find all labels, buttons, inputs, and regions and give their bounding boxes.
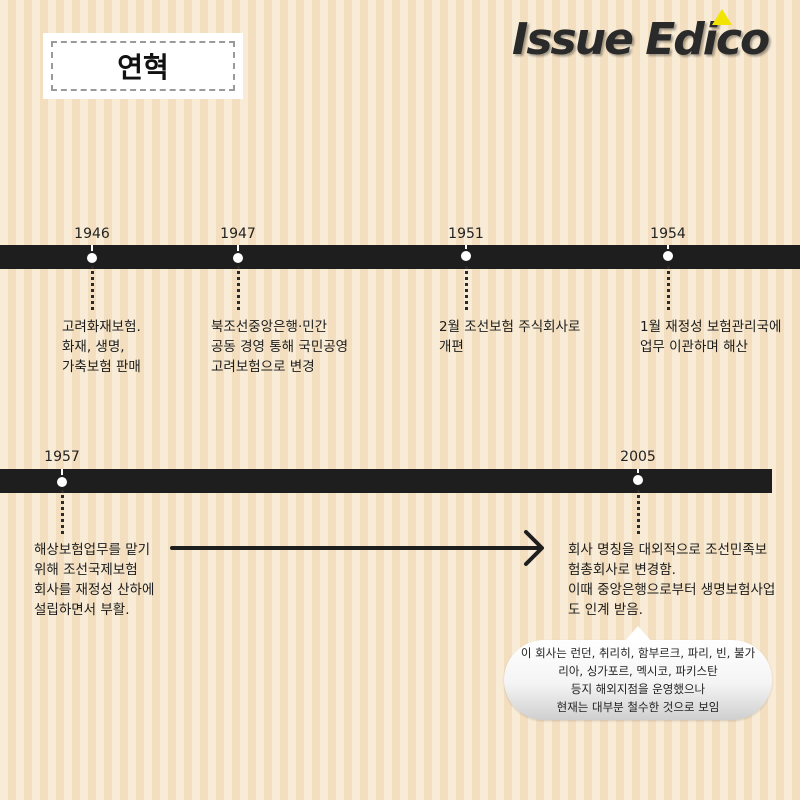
note-text: 이 회사는 런던, 취리히, 함부르크, 파리, 빈, 불가 리아, 싱가포르,… bbox=[504, 644, 772, 716]
page-title: 연혁 bbox=[51, 41, 235, 91]
event-description-line: 회사를 재정성 산하에 bbox=[34, 582, 155, 598]
note-bubble bbox=[504, 640, 772, 720]
event-description-line: 공동 경영 통해 국민공영 bbox=[211, 339, 349, 355]
event-description-line: 고려화재보험. bbox=[62, 319, 141, 335]
event-description-line: 1월 재정성 보험관리국에 bbox=[640, 319, 782, 335]
right-arrow-icon bbox=[170, 530, 544, 566]
event-description-line: 가축보험 판매 bbox=[62, 359, 141, 375]
event-connector bbox=[61, 490, 64, 534]
event-connector bbox=[637, 490, 640, 534]
timeline-bar-row-1 bbox=[0, 245, 800, 269]
event-dot bbox=[55, 475, 69, 489]
title-box: 연혁 bbox=[43, 33, 243, 99]
note-line: 리아, 싱가포르, 멕시코, 파키스탄 bbox=[558, 664, 718, 678]
event-description-2005: 회사 명칭을 대외적으로 조선민족보 험총회사로 변경함. 이때 중앙은행으로부… bbox=[568, 540, 775, 620]
event-year-1947: 1947 bbox=[220, 226, 256, 242]
brand-logo: Issue Edico bbox=[512, 14, 770, 65]
event-year-1951: 1951 bbox=[448, 226, 484, 242]
event-description-line: 위해 조선국제보험 bbox=[34, 562, 138, 578]
event-description-line: 이때 중앙은행으로부터 생명보험사업 bbox=[568, 582, 776, 598]
event-year-1957: 1957 bbox=[44, 449, 80, 465]
event-dot bbox=[85, 251, 99, 265]
event-tick bbox=[237, 245, 239, 253]
event-description-1946: 고려화재보험. 화재, 생명, 가축보험 판매 bbox=[62, 317, 141, 377]
event-tick bbox=[61, 469, 63, 477]
event-connector bbox=[465, 266, 468, 310]
event-description-1947: 북조선중앙은행·민간 공동 경영 통해 국민공영 고려보험으로 변경 bbox=[211, 317, 348, 377]
event-description-line: 설립하면서 부활. bbox=[34, 602, 130, 618]
event-description-line: 해상보험업무를 맡기 bbox=[34, 542, 151, 558]
event-connector bbox=[237, 266, 240, 310]
note-bubble-pointer bbox=[624, 626, 652, 642]
event-year-1946: 1946 bbox=[74, 226, 110, 242]
event-description-1951: 2월 조선보험 주식회사로 개편 bbox=[439, 317, 580, 357]
note-line: 이 회사는 런던, 취리히, 함부르크, 파리, 빈, 불가 bbox=[520, 646, 756, 660]
event-tick bbox=[91, 245, 93, 253]
event-dot bbox=[631, 473, 645, 487]
event-description-1954: 1월 재정성 보험관리국에 업무 이관하며 해산 bbox=[640, 317, 781, 357]
note-line: 현재는 대부분 철수한 것으로 보임 bbox=[556, 700, 720, 714]
event-year-2005: 2005 bbox=[620, 449, 656, 465]
timeline-bar-row-2 bbox=[0, 469, 772, 493]
event-description-line: 도 인계 받음. bbox=[568, 602, 643, 618]
event-description-line: 북조선중앙은행·민간 bbox=[211, 319, 328, 335]
event-description-line: 화재, 생명, bbox=[62, 339, 125, 355]
event-description-line: 고려보험으로 변경 bbox=[211, 359, 315, 375]
event-connector bbox=[667, 266, 670, 310]
event-dot bbox=[231, 251, 245, 265]
event-description-line: 회사 명칭을 대외적으로 조선민족보 bbox=[568, 542, 768, 558]
event-description-1957: 해상보험업무를 맡기 위해 조선국제보험 회사를 재정성 산하에 설립하면서 부… bbox=[34, 540, 154, 620]
event-connector bbox=[91, 266, 94, 310]
event-dot bbox=[459, 249, 473, 263]
event-description-line: 2월 조선보험 주식회사로 bbox=[439, 319, 581, 335]
event-year-1954: 1954 bbox=[650, 226, 686, 242]
logo-accent-triangle bbox=[712, 9, 732, 25]
event-description-line: 업무 이관하며 해산 bbox=[640, 339, 748, 355]
note-line: 등지 해외지점을 운영했으나 bbox=[570, 682, 706, 696]
event-dot bbox=[661, 249, 675, 263]
event-description-line: 개편 bbox=[439, 339, 464, 355]
event-description-line: 험총회사로 변경함. bbox=[568, 562, 676, 578]
